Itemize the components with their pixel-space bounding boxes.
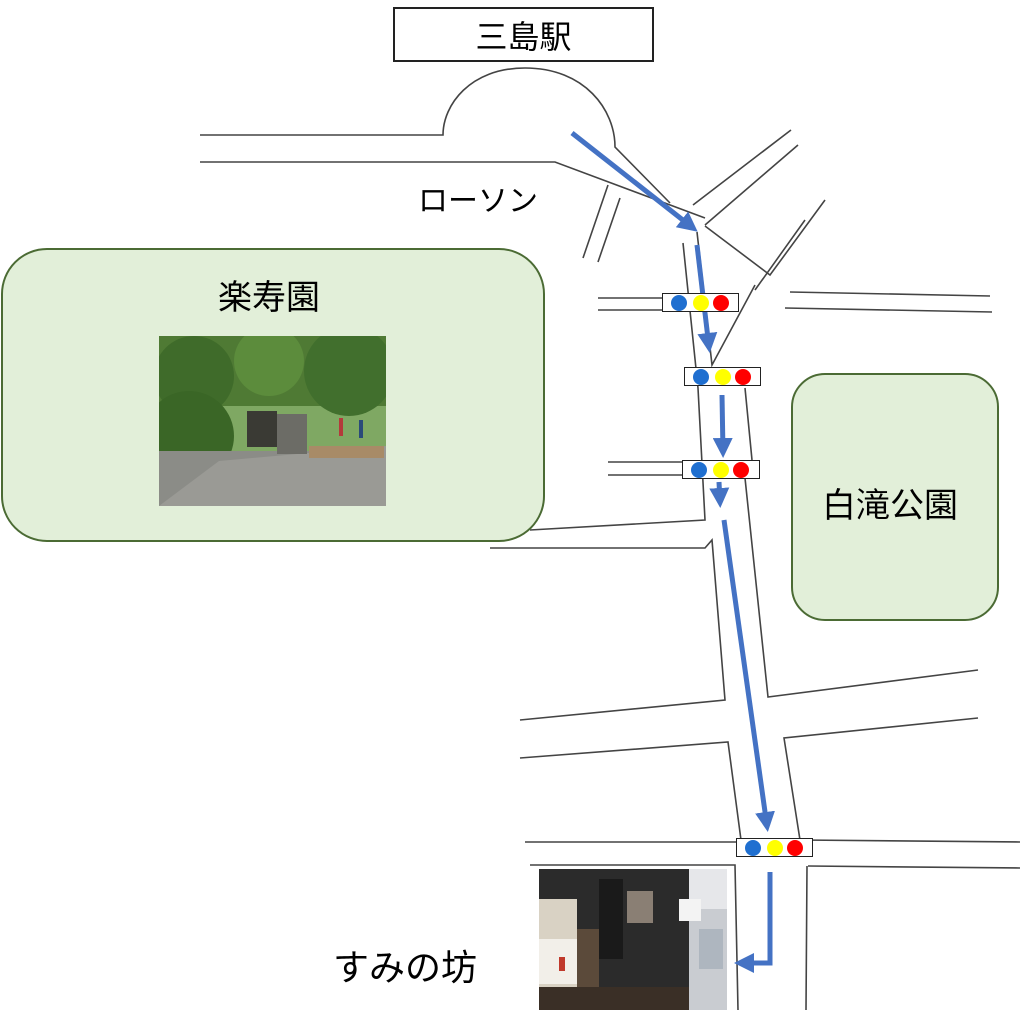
station-rotary xyxy=(200,67,671,204)
signal-red-lamp xyxy=(733,462,749,478)
station-label-box: 三島駅 xyxy=(393,7,654,62)
sumi-no-bo-storefront-photo xyxy=(539,869,727,1010)
shirataki-park xyxy=(791,373,999,621)
diagonal-road xyxy=(692,129,799,226)
route-arrow-final xyxy=(734,872,773,973)
route-arrow xyxy=(570,131,698,232)
rakujuen-photo xyxy=(159,336,386,506)
main-road-east-edge xyxy=(696,231,1021,843)
signal-blue-lamp xyxy=(693,369,709,385)
diagonal-road-2 xyxy=(704,199,826,291)
signal-blue-lamp xyxy=(745,840,761,856)
route-arrow xyxy=(712,394,733,458)
signal-yellow-lamp xyxy=(713,462,729,478)
signal-blue-lamp xyxy=(671,295,687,311)
signal-yellow-lamp xyxy=(715,369,731,385)
signal-red-lamp xyxy=(713,295,729,311)
signal-yellow-lamp xyxy=(693,295,709,311)
east-road xyxy=(784,291,993,313)
signal-yellow-lamp xyxy=(767,840,783,856)
main-road-west-edge xyxy=(490,242,742,843)
west-stub xyxy=(598,297,664,311)
route-arrow xyxy=(709,481,730,508)
cross-road-west xyxy=(608,461,682,476)
side-road xyxy=(582,184,621,263)
traffic-signal xyxy=(662,293,739,312)
traffic-signal xyxy=(682,460,760,479)
signal-blue-lamp xyxy=(691,462,707,478)
station-label: 三島駅 xyxy=(475,17,572,56)
shirataki-label: 白滝公園 xyxy=(822,486,958,526)
signal-red-lamp xyxy=(735,369,751,385)
traffic-signal xyxy=(684,367,761,386)
lawson-label: ローソン xyxy=(418,184,538,219)
route-arrow xyxy=(721,519,775,832)
traffic-signal xyxy=(736,838,813,857)
signal-red-lamp xyxy=(787,840,803,856)
rakujuen-label: 楽寿園 xyxy=(218,278,320,318)
destination-label: すみの坊 xyxy=(333,948,478,989)
